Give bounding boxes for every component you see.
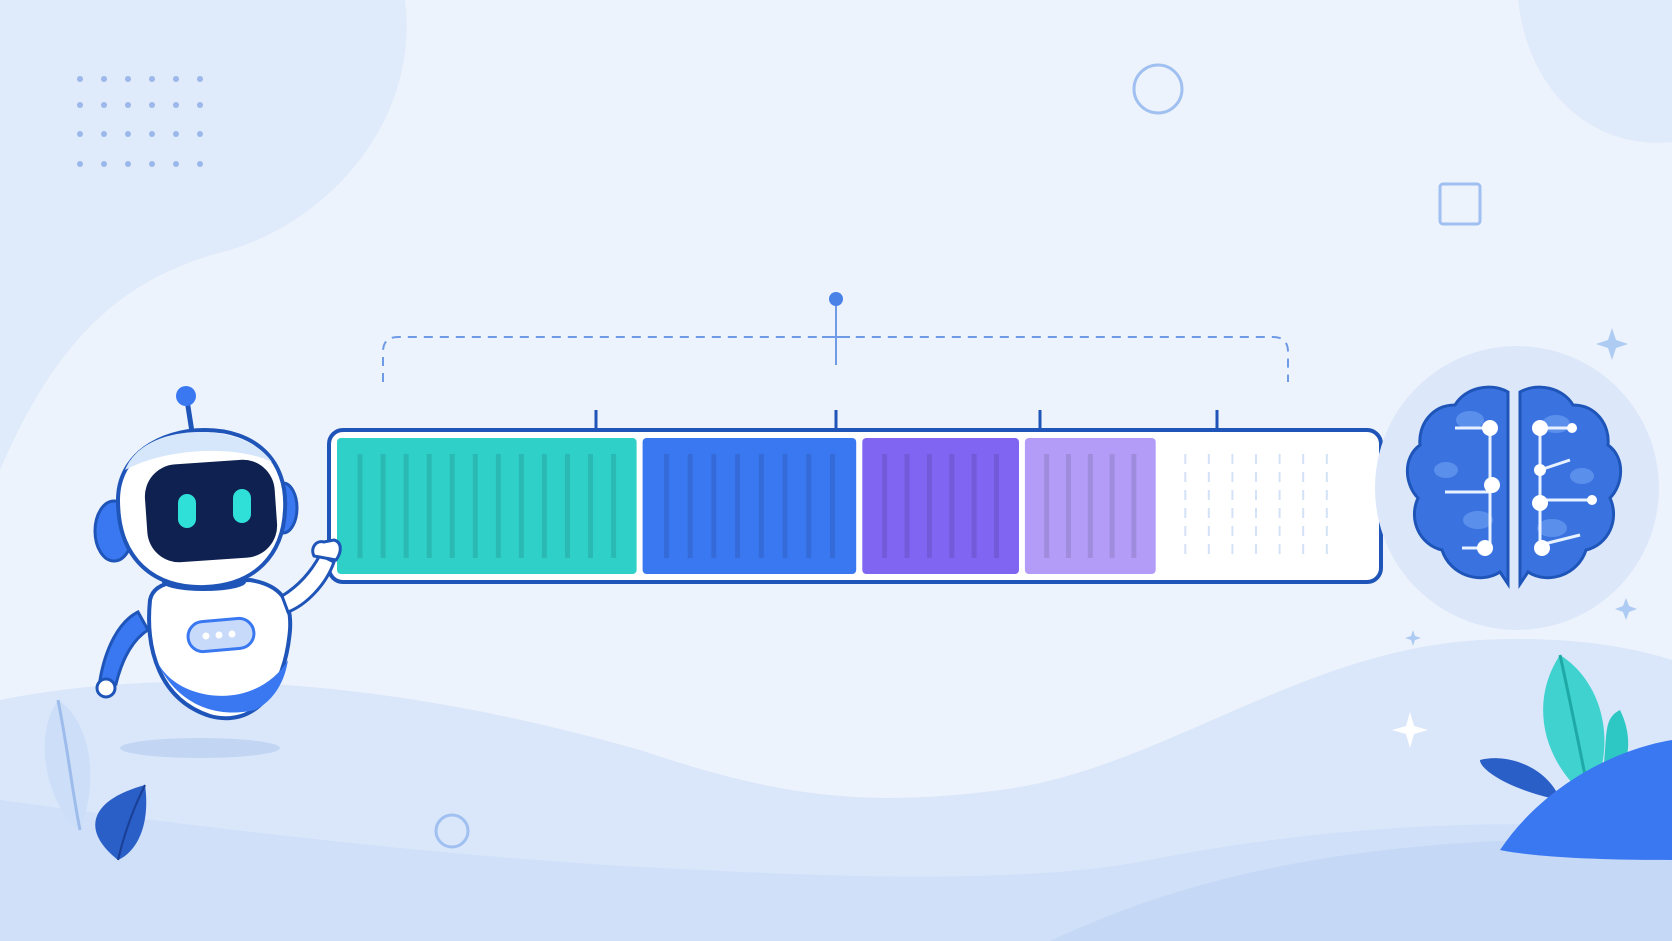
teal-segment bbox=[337, 438, 637, 574]
robot-face-screen bbox=[144, 459, 278, 563]
leaf-icon bbox=[1480, 654, 1672, 860]
segmented-bar bbox=[327, 410, 1383, 584]
circuit-nodes bbox=[1477, 420, 1597, 556]
top-right-blob bbox=[1518, 0, 1672, 143]
robot-eye-right bbox=[233, 489, 251, 523]
robot-hand bbox=[311, 538, 342, 562]
top-left-blob bbox=[0, 0, 407, 470]
empty-segment bbox=[1161, 438, 1357, 574]
robot-shadow bbox=[120, 738, 280, 758]
lavender-segment bbox=[1024, 438, 1156, 574]
bar-ticks bbox=[594, 410, 1219, 430]
ring-decoration-top bbox=[1132, 63, 1184, 115]
leaf-icon bbox=[44, 699, 147, 861]
purple-segment bbox=[862, 438, 1019, 574]
robot-eye-left bbox=[178, 494, 196, 528]
square-decoration bbox=[1438, 182, 1482, 226]
bottom-right-mound bbox=[1500, 740, 1672, 860]
dashed-bracket bbox=[382, 302, 1289, 382]
dot-grid-decoration bbox=[77, 76, 203, 167]
brain-circuit-icon bbox=[1375, 346, 1659, 630]
blue-segment bbox=[642, 438, 857, 574]
sparkle-icon bbox=[1392, 712, 1428, 748]
robot-antenna bbox=[176, 386, 196, 406]
robot-icon bbox=[93, 386, 342, 758]
bar-segments bbox=[337, 438, 1357, 574]
robot-right-arm bbox=[280, 553, 336, 614]
brain-left-hemisphere bbox=[1405, 385, 1510, 589]
bottom-right-hill bbox=[1050, 838, 1672, 941]
ring-decoration-bottom bbox=[434, 813, 470, 849]
bracket-pin bbox=[829, 292, 843, 306]
